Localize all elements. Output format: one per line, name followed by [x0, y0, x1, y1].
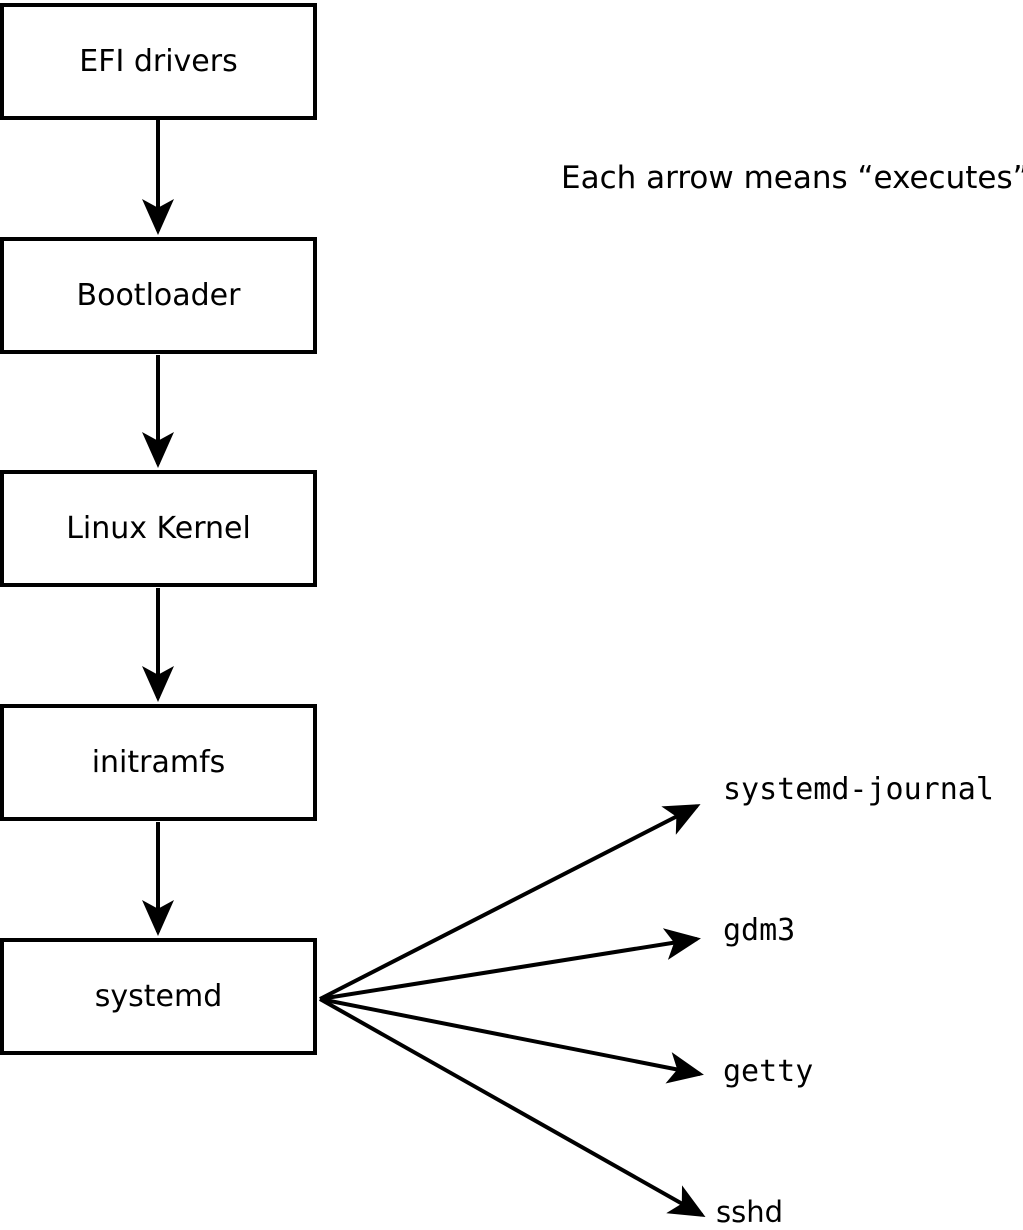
label-sshd: sshd — [716, 1195, 784, 1229]
legend-caption: Each arrow means “executes”. — [561, 160, 1023, 196]
arrow-systemd-to-gdm3-icon — [319, 928, 701, 1001]
node-efi-drivers: EFI drivers — [0, 3, 317, 120]
node-label: Bootloader — [76, 277, 241, 313]
node-label: initramfs — [91, 744, 226, 780]
label-getty: getty — [723, 1054, 814, 1089]
node-initramfs: initramfs — [0, 704, 317, 821]
node-linux-kernel: Linux Kernel — [0, 470, 317, 587]
arrow-systemd-to-journal-icon — [319, 804, 701, 1001]
node-label: Linux Kernel — [66, 510, 251, 546]
label-systemd-journal: systemd-journal — [723, 772, 994, 807]
node-systemd: systemd — [0, 938, 317, 1055]
arrow-systemd-to-sshd-icon — [319, 997, 706, 1217]
node-label: systemd — [94, 978, 223, 1014]
arrow-systemd-to-getty-icon — [319, 997, 704, 1084]
node-label: EFI drivers — [79, 43, 238, 79]
label-gdm3: gdm3 — [723, 913, 796, 948]
node-bootloader: Bootloader — [0, 237, 317, 354]
